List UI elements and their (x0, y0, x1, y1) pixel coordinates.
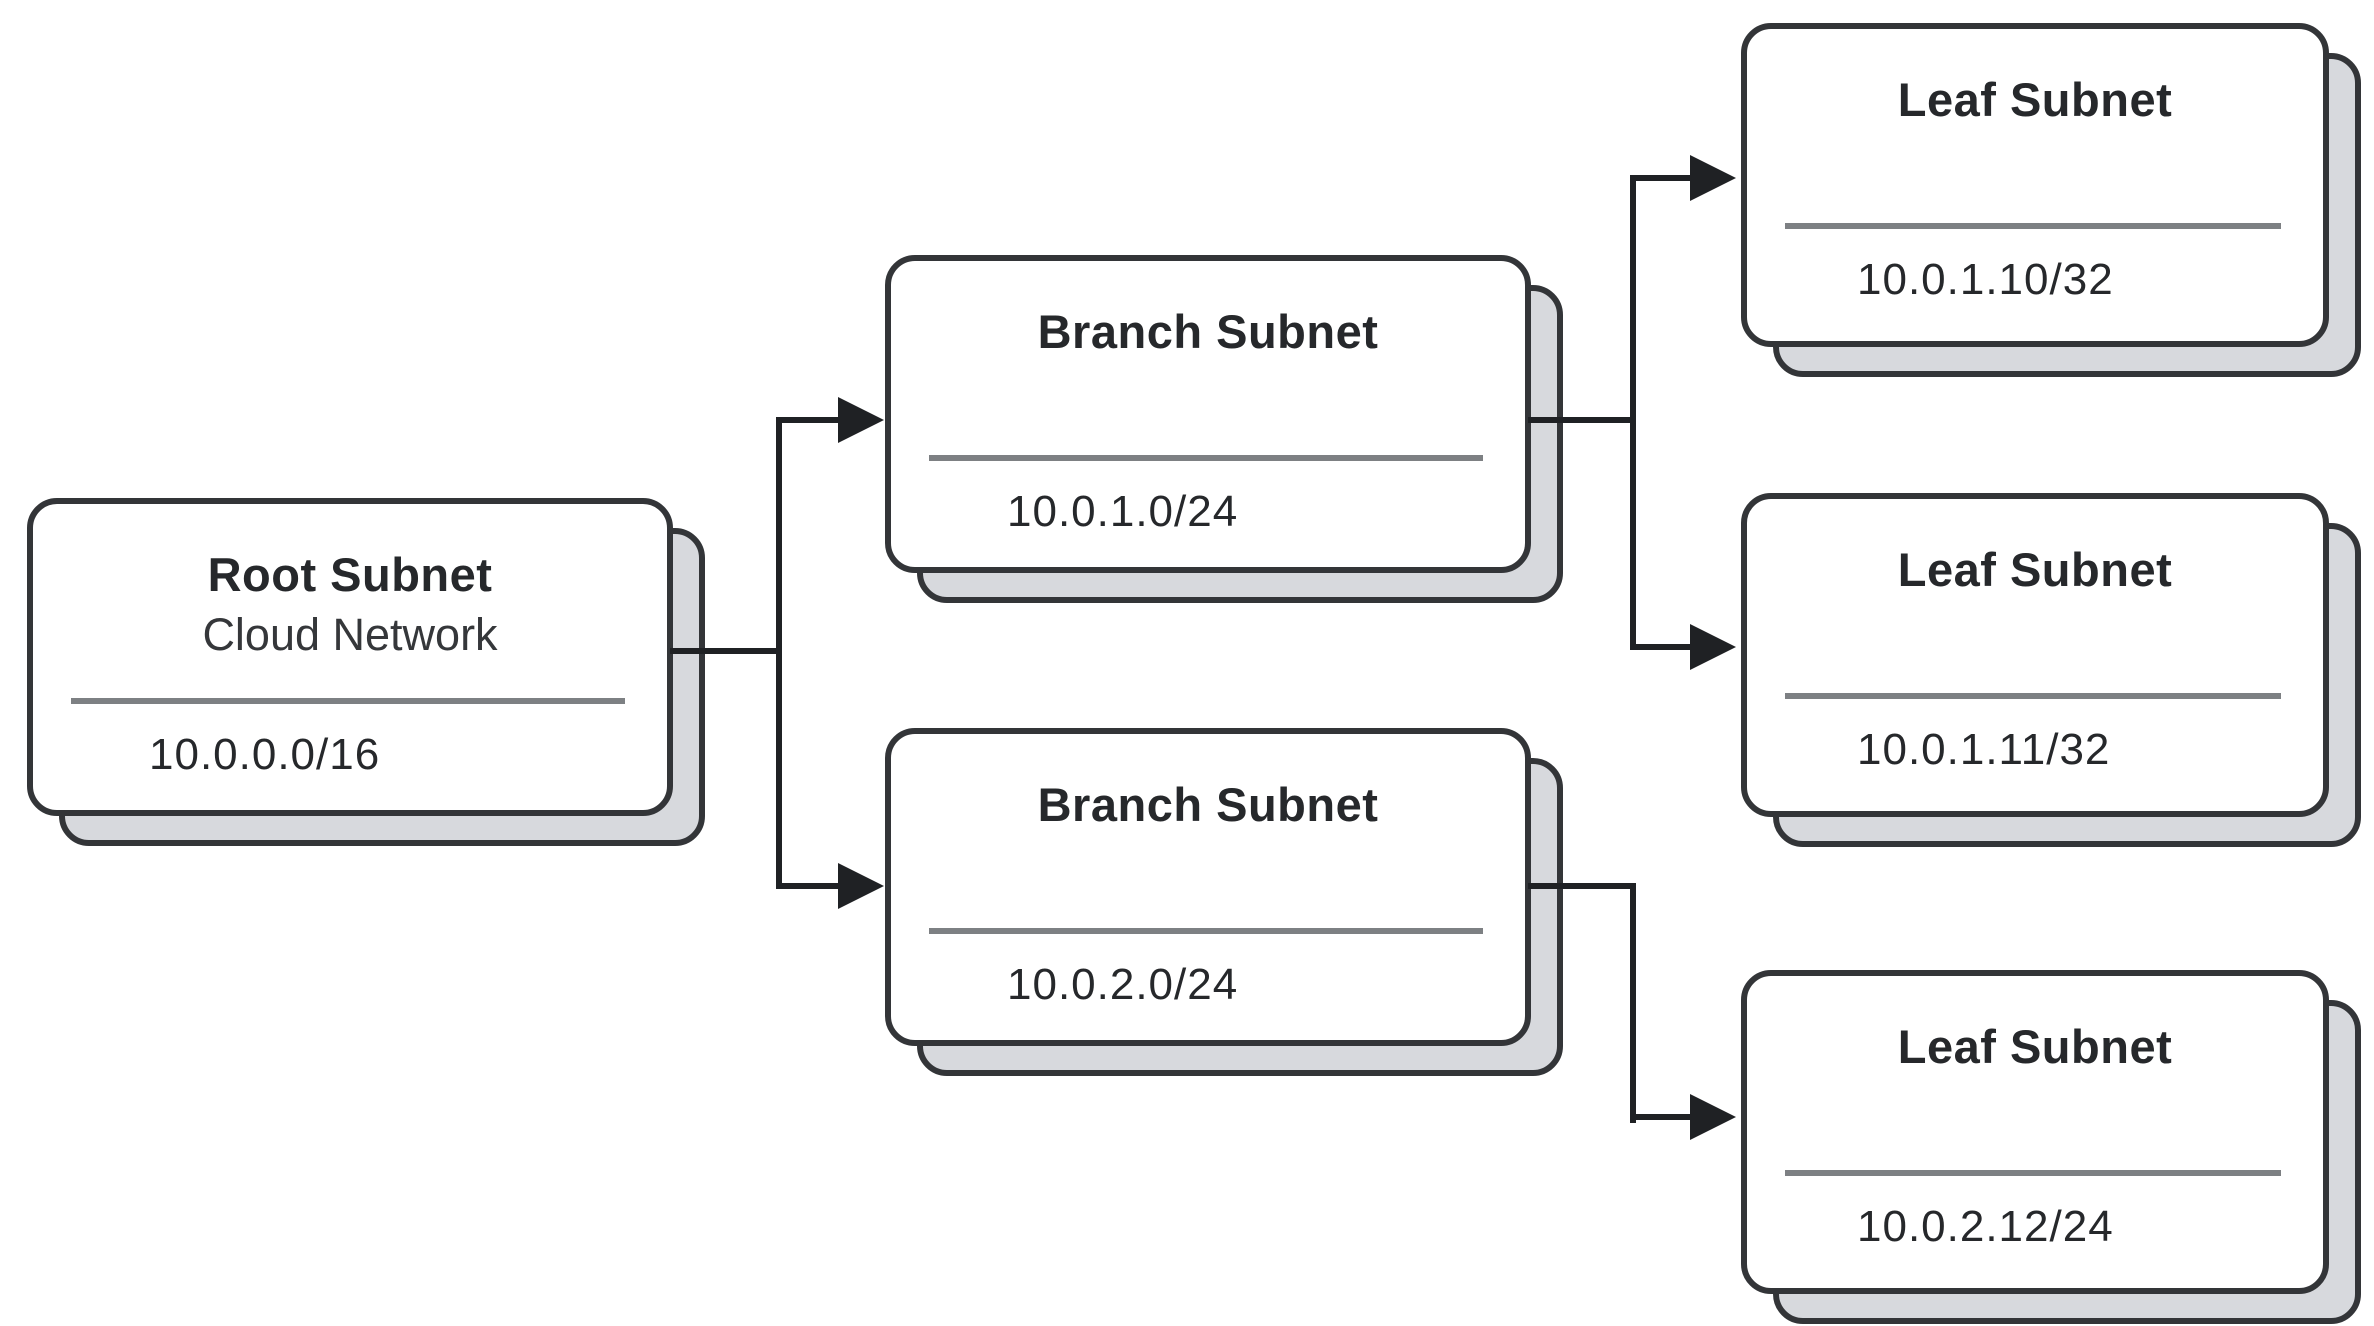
card-divider (1785, 693, 2281, 699)
node-cidr: 10.0.1.10/32 (1857, 255, 2114, 304)
node-title: Leaf Subnet (1897, 543, 2173, 596)
arrowhead-root-branch2-icon (838, 863, 884, 909)
node-root-subnet: Root Subnet Cloud Network 10.0.0.0/16 (27, 498, 705, 846)
card-divider (1785, 223, 2281, 229)
edge-root-branch1-line (776, 417, 840, 423)
edge-branch1-trunk-vertical (1630, 175, 1636, 650)
node-leaf-subnet-1: Leaf Subnet 10.0.1.10/32 (1741, 23, 2361, 377)
card-titleblock: Branch Subnet (891, 778, 1525, 832)
node-title: Leaf Subnet (1897, 1020, 2173, 1073)
node-title: Branch Subnet (1037, 778, 1379, 831)
node-leaf-subnet-2: Leaf Subnet 10.0.1.11/32 (1741, 493, 2361, 847)
card-divider (929, 928, 1483, 934)
card-divider (929, 455, 1483, 461)
edge-branch2-leaf3-line (1630, 1114, 1692, 1120)
card-titleblock: Leaf Subnet (1747, 73, 2323, 127)
node-title: Branch Subnet (1037, 305, 1379, 358)
edge-branch1-leaf1-line (1630, 175, 1692, 181)
edge-root-branch2-line (776, 883, 840, 889)
arrowhead-branch1-leaf1-icon (1690, 155, 1736, 201)
node-branch-subnet-2: Branch Subnet 10.0.2.0/24 (885, 728, 1563, 1076)
card-titleblock: Leaf Subnet (1747, 543, 2323, 597)
card-divider (71, 698, 625, 704)
card-face: Leaf Subnet 10.0.1.10/32 (1741, 23, 2329, 347)
edge-root-trunk-horizontal (670, 648, 782, 654)
node-cidr: 10.0.1.11/32 (1857, 725, 2111, 774)
node-cidr: 10.0.1.0/24 (1007, 487, 1239, 536)
edge-root-trunk-vertical (776, 417, 782, 889)
arrowhead-branch1-leaf2-icon (1690, 624, 1736, 670)
card-titleblock: Root Subnet Cloud Network (33, 548, 667, 665)
node-leaf-subnet-3: Leaf Subnet 10.0.2.12/24 (1741, 970, 2361, 1324)
node-title: Root Subnet (207, 548, 493, 601)
edge-branch1-leaf2-line (1630, 644, 1692, 650)
node-cidr: 10.0.0.0/16 (149, 730, 381, 779)
node-branch-subnet-1: Branch Subnet 10.0.1.0/24 (885, 255, 1563, 603)
arrowhead-root-branch1-icon (838, 397, 884, 443)
edge-branch2-trunk-horizontal (1528, 883, 1636, 889)
node-cidr: 10.0.2.0/24 (1007, 960, 1239, 1009)
edge-branch1-trunk-horizontal (1528, 417, 1636, 423)
node-cidr: 10.0.2.12/24 (1857, 1202, 2114, 1251)
card-face: Root Subnet Cloud Network 10.0.0.0/16 (27, 498, 673, 816)
card-titleblock: Branch Subnet (891, 305, 1525, 359)
card-face: Leaf Subnet 10.0.1.11/32 (1741, 493, 2329, 817)
card-face: Leaf Subnet 10.0.2.12/24 (1741, 970, 2329, 1294)
card-face: Branch Subnet 10.0.2.0/24 (885, 728, 1531, 1046)
node-subtitle: Cloud Network (202, 609, 498, 661)
arrowhead-branch2-leaf3-icon (1690, 1094, 1736, 1140)
node-title: Leaf Subnet (1897, 73, 2173, 126)
card-divider (1785, 1170, 2281, 1176)
card-face: Branch Subnet 10.0.1.0/24 (885, 255, 1531, 573)
edge-branch2-trunk-vertical (1630, 883, 1636, 1123)
card-titleblock: Leaf Subnet (1747, 1020, 2323, 1074)
